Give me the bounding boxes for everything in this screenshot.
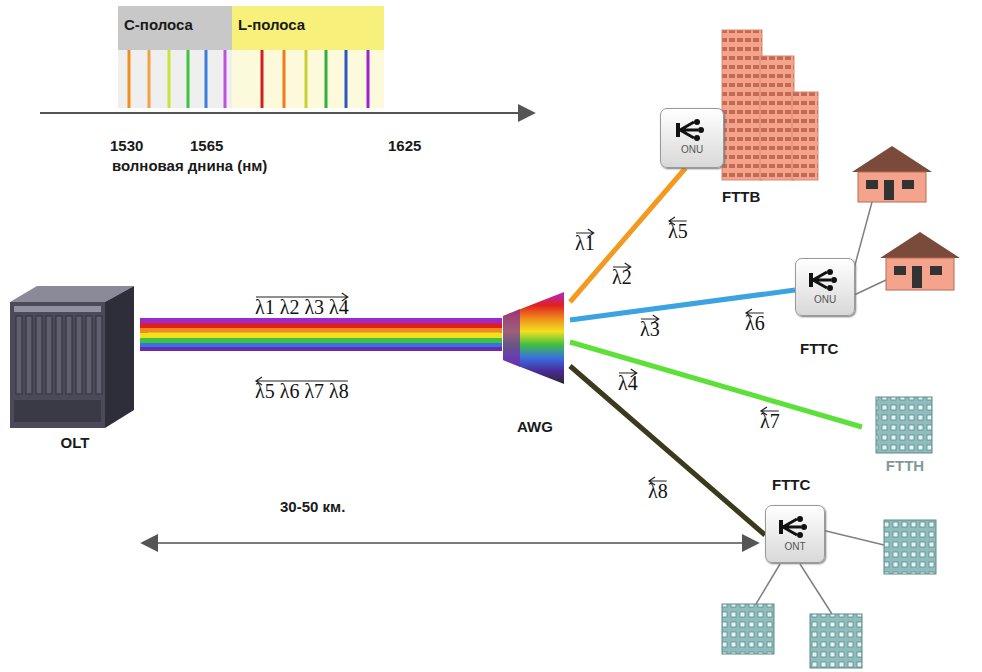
wavelength-axis — [40, 112, 534, 114]
olt-device: OLT — [2, 282, 148, 451]
fiber-link — [148, 333, 500, 336]
distance-arrow — [142, 542, 758, 544]
device-label: ONU — [796, 294, 854, 305]
band-label: L-полоса — [238, 16, 305, 33]
splitter-icon — [805, 267, 845, 293]
ftth-building: FTTH — [862, 393, 948, 474]
fibers — [148, 168, 862, 535]
drop-wires — [756, 202, 886, 614]
houses — [852, 146, 960, 290]
distance-label: 30-50 км. — [280, 498, 345, 515]
node-label: OLT — [2, 434, 148, 451]
access-type: FTTC — [800, 340, 838, 357]
fiber-bundle — [140, 318, 502, 351]
onu-box: ONU — [795, 258, 855, 316]
wavelength: λ2 — [612, 266, 632, 289]
wavelength: λ8 — [648, 480, 668, 503]
fttb-building — [722, 30, 818, 180]
building-picture — [862, 393, 942, 455]
l-band — [232, 6, 384, 50]
wavelength-group: λ1 λ2 λ3 λ4 — [255, 296, 349, 319]
awg-multiplexer: AWG — [500, 292, 570, 435]
device-label: ONT — [766, 541, 824, 552]
direction-arrows — [256, 217, 779, 485]
awg-picture — [500, 292, 564, 412]
ont-box: ONT — [765, 505, 825, 563]
spectrum — [40, 6, 534, 113]
wavelength: λ5 — [668, 220, 688, 243]
tick-label: 1530 — [110, 137, 143, 154]
tick-label: 1565 — [190, 137, 223, 154]
wavelength-group: λ5 λ6 λ7 λ8 — [255, 380, 349, 403]
tick-label: 1625 — [388, 137, 421, 154]
wavelength: λ1 — [575, 232, 595, 255]
splitter-icon — [775, 514, 815, 540]
onu-box: ONU — [660, 108, 724, 168]
access-type: FTTC — [772, 476, 810, 493]
wavelength: λ3 — [640, 318, 660, 341]
band-label: С-полоса — [124, 16, 193, 33]
wavelength: λ4 — [618, 372, 638, 395]
node-label: AWG — [500, 418, 570, 435]
device-label: ONU — [661, 144, 723, 155]
fiber-link — [570, 366, 765, 535]
wavelength: λ7 — [760, 410, 780, 433]
axis-title: волновая днина (нм) — [112, 157, 267, 174]
splitter-icon — [672, 117, 712, 143]
access-type: FTTB — [722, 188, 760, 205]
node-label: FTTH — [862, 457, 948, 474]
wavelength: λ6 — [745, 312, 765, 335]
c-band — [118, 6, 232, 50]
olt-picture — [2, 282, 142, 432]
